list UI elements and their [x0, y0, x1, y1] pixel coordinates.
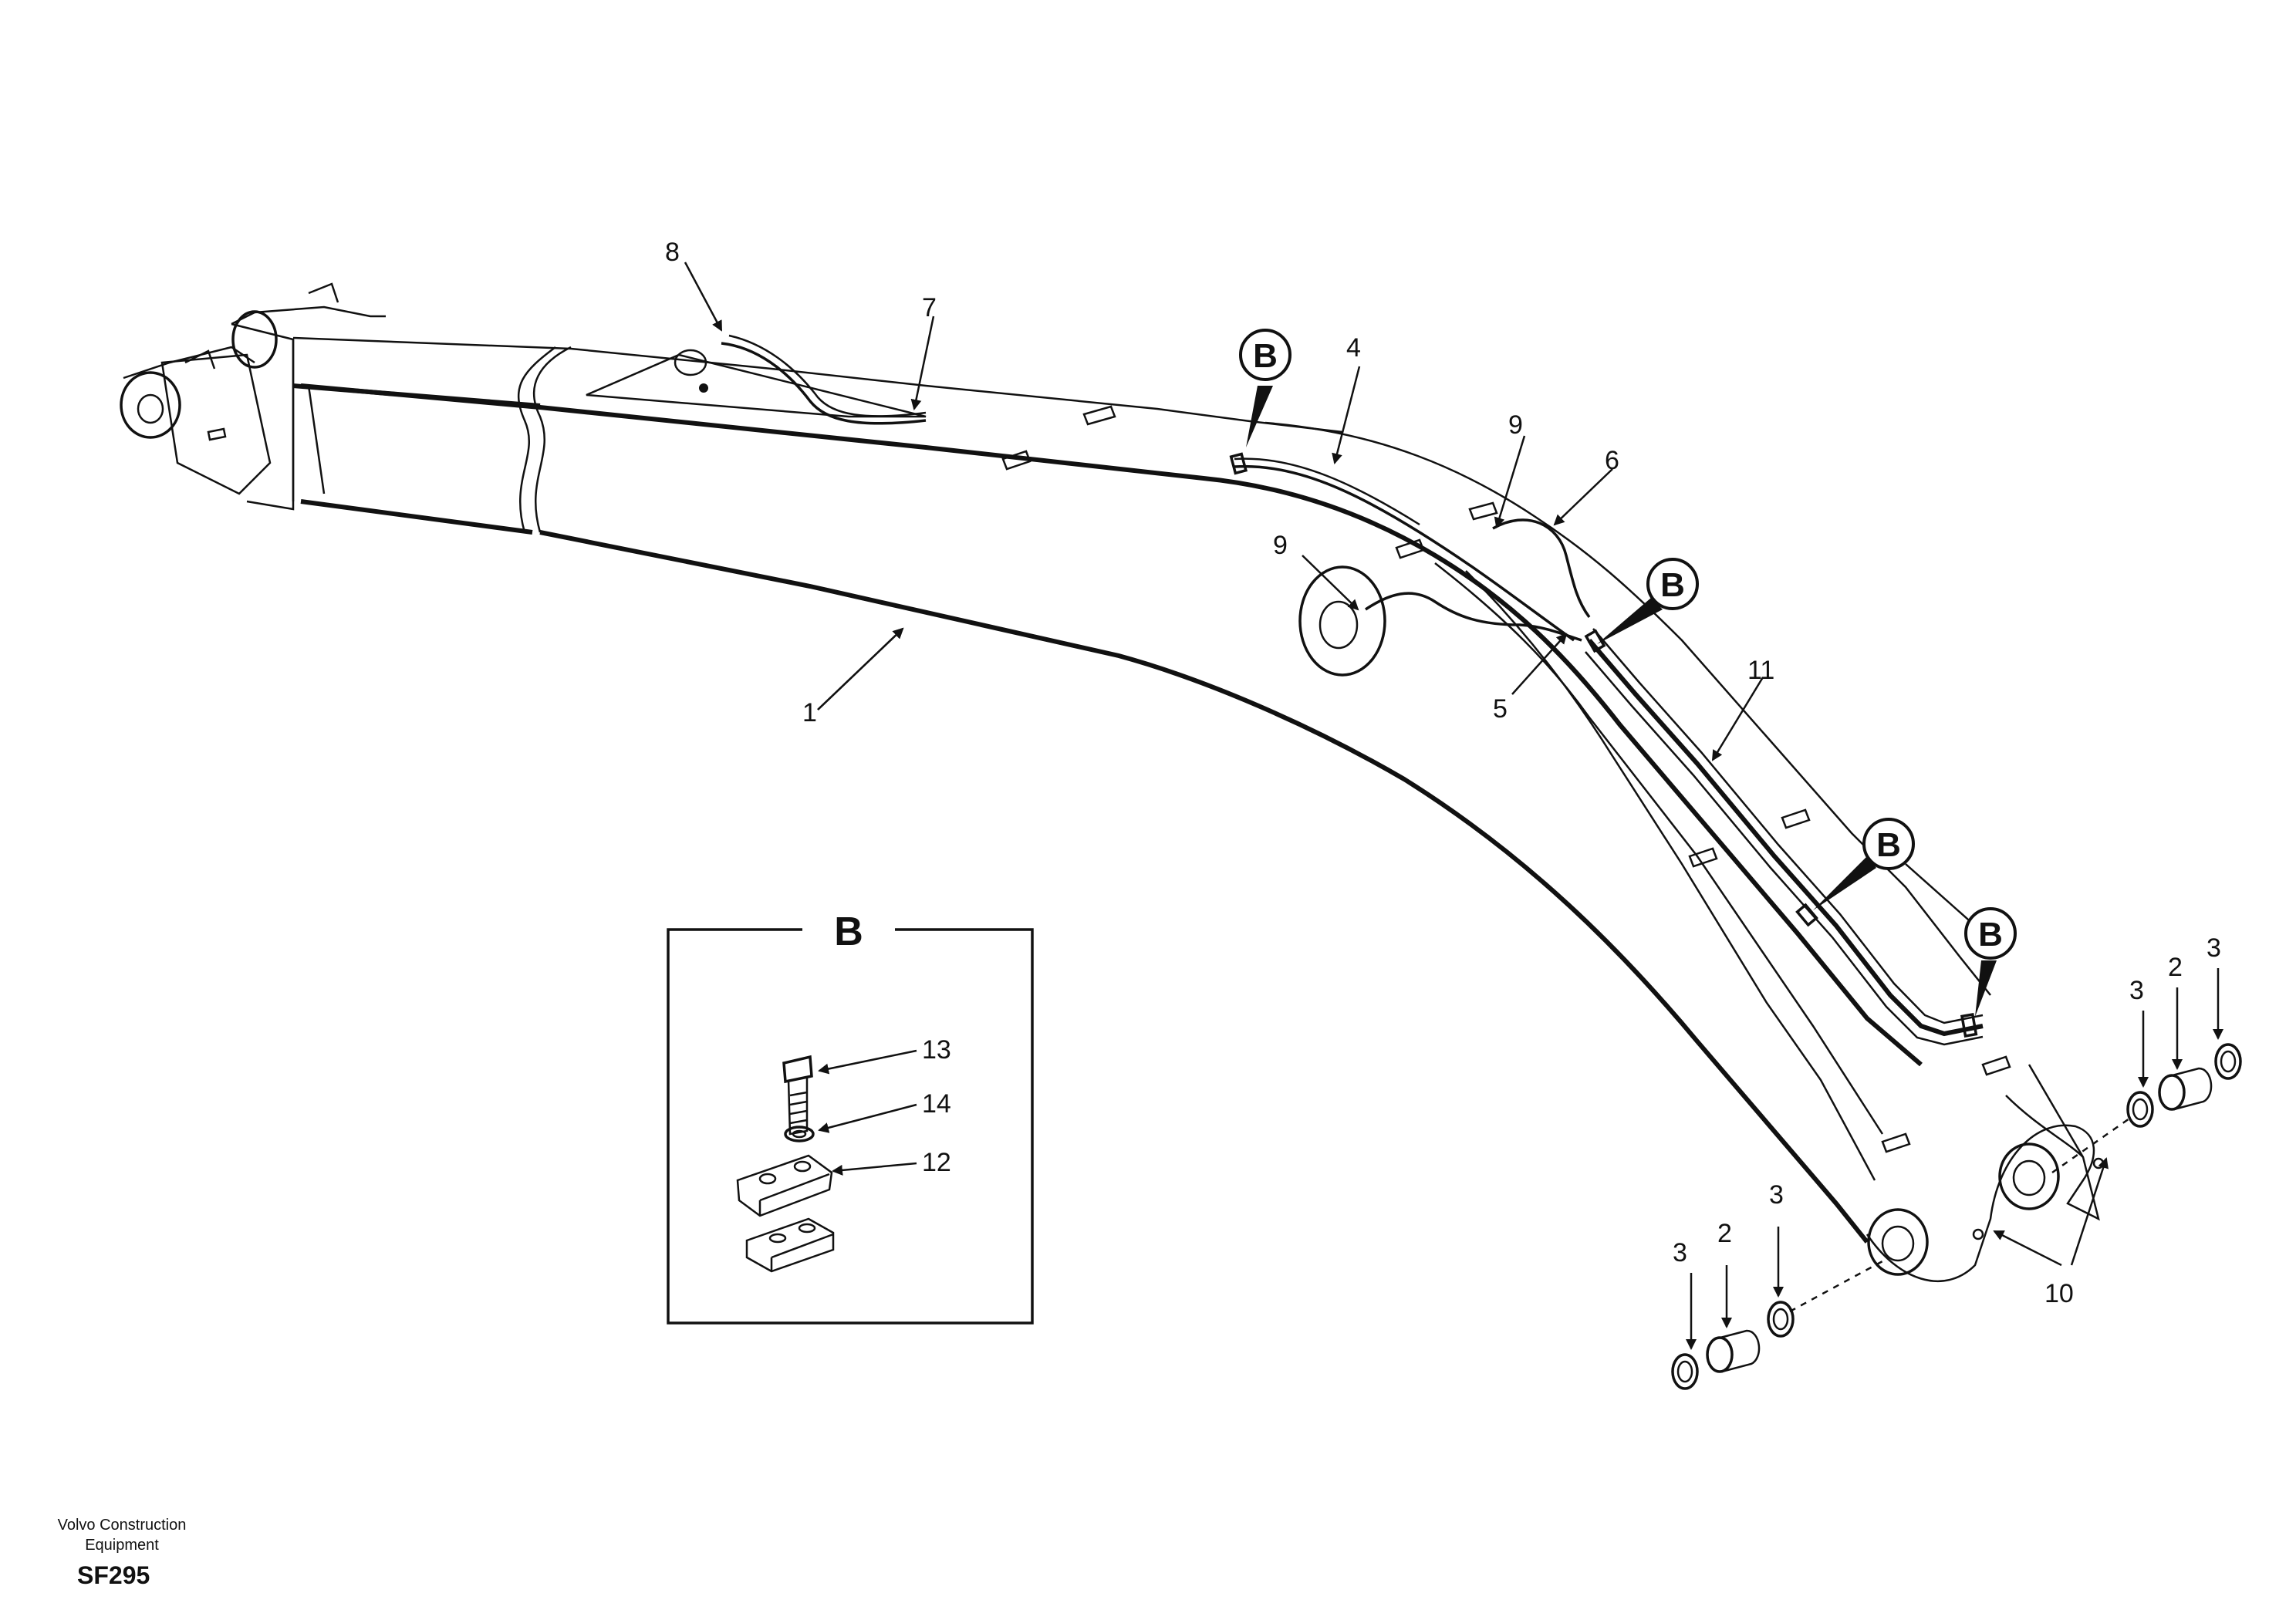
svg-text:B: B [1253, 337, 1278, 375]
callout-9b: 9 [1273, 531, 1288, 560]
callout-1: 1 [802, 698, 817, 727]
bushing-2a-icon [1717, 1329, 1761, 1373]
inset-title: B [834, 910, 863, 954]
callout-9a: 9 [1508, 410, 1523, 440]
callout-3b: 3 [1769, 1180, 1784, 1210]
detail-marker-b-3: B [1813, 818, 1976, 926]
manufacturer-label: Volvo Construction Equipment [45, 1515, 199, 1555]
washer-3a-icon [1671, 1353, 1699, 1390]
bushing-2b-icon [2169, 1067, 2213, 1111]
callout-3a: 3 [1673, 1238, 1687, 1267]
pin-kit-lower [1671, 1260, 1883, 1390]
svg-text:B: B [1660, 566, 1685, 604]
lock-washer-icon [784, 1126, 815, 1142]
washer-3d-icon [2214, 1043, 2242, 1080]
svg-text:B: B [1876, 826, 1901, 864]
callout-2b: 2 [2168, 953, 2183, 982]
callout-10: 10 [2044, 1279, 2074, 1308]
bolt-icon [782, 1055, 813, 1136]
detail-marker-b-4: B [1964, 907, 2017, 1017]
callout-7: 7 [922, 293, 937, 322]
callout-leaders [684, 262, 2223, 1350]
pin-kit-upper [2051, 1043, 2242, 1174]
callout-11: 11 [1747, 656, 1774, 685]
washer-3b-icon [1767, 1301, 1795, 1338]
detail-marker-b-1: B [1239, 329, 1292, 447]
washer-3c-icon [2126, 1091, 2154, 1128]
callout-8: 8 [665, 238, 680, 267]
detail-marker-b-2: B [1597, 558, 1699, 644]
manufacturer-line-2: Equipment [85, 1537, 159, 1554]
hose-clamp-upper-icon [736, 1154, 833, 1217]
detail-inset-b: B 13 14 12 [667, 910, 1034, 1325]
callout-2a: 2 [1717, 1219, 1732, 1248]
callout-numbers: 1 2 2 3 3 3 3 4 5 6 7 8 9 9 10 11 [665, 238, 2221, 1308]
callout-13: 13 [922, 1035, 951, 1065]
callout-6: 6 [1605, 446, 1619, 475]
callout-3d: 3 [2207, 933, 2221, 963]
callout-5: 5 [1493, 694, 1508, 724]
hose-clamp-lower-icon [745, 1217, 835, 1273]
diagram-code: SF295 [77, 1561, 150, 1589]
boom-body [120, 282, 2105, 1283]
manufacturer-line-1: Volvo Construction [57, 1517, 187, 1534]
callout-4: 4 [1346, 333, 1361, 363]
svg-text:B: B [1978, 916, 2003, 953]
callout-3c: 3 [2129, 976, 2144, 1005]
callout-12: 12 [922, 1148, 951, 1177]
hose-routing [721, 334, 1984, 1046]
callout-14: 14 [922, 1089, 951, 1119]
